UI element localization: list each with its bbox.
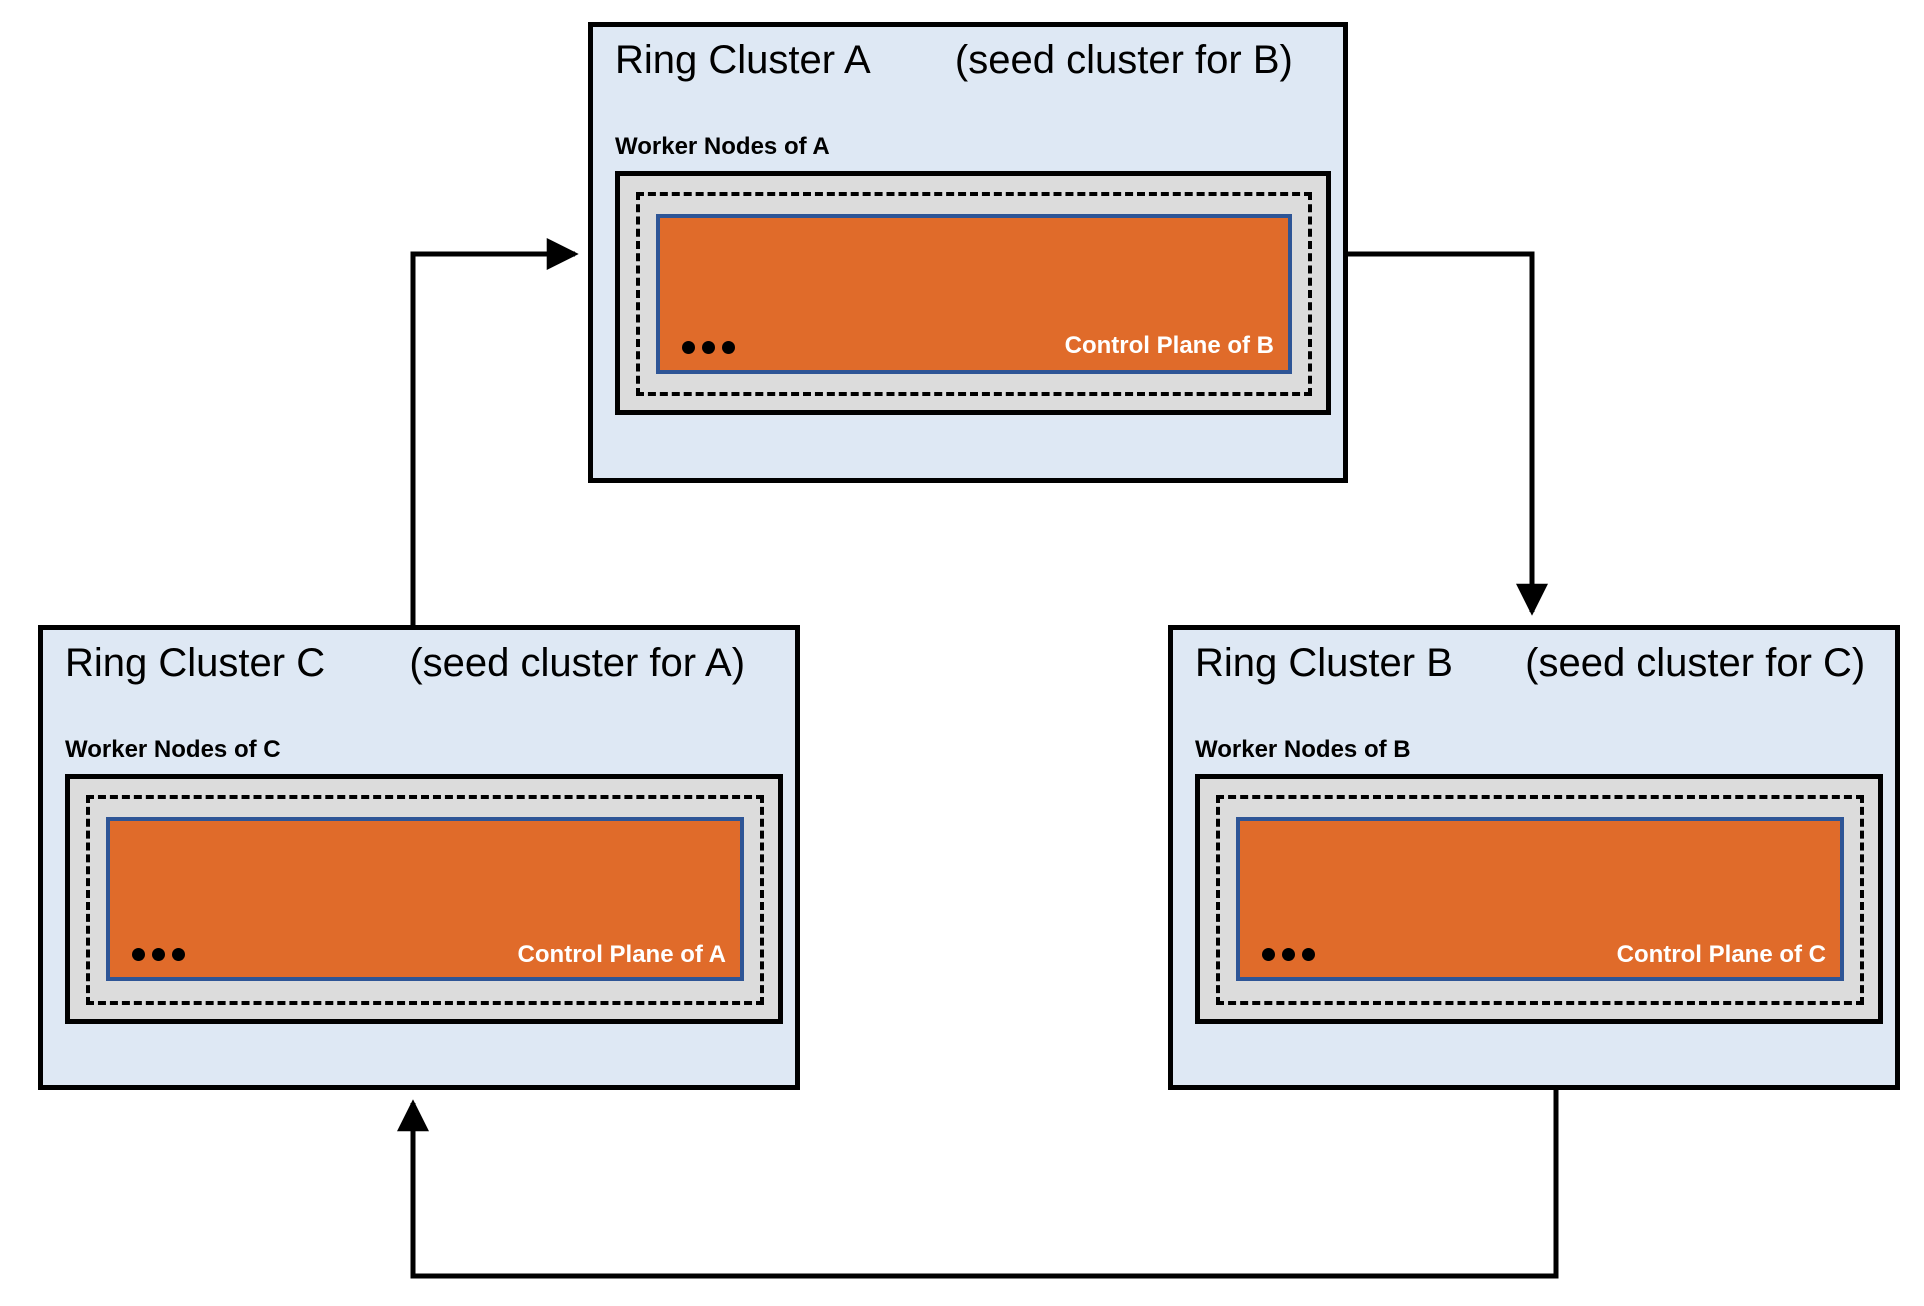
cluster-b-control-plane-label: Control Plane of C <box>1616 941 1826 968</box>
cluster-a-control-plane[interactable]: Control Plane of B <box>656 214 1292 374</box>
cluster-b-dashed-boundary <box>1216 795 1864 1005</box>
cluster-b-title-seed: (seed cluster for C) <box>1525 641 1866 685</box>
cluster-a-worker-label: Worker Nodes of A <box>615 133 830 160</box>
cluster-c-dashed-boundary <box>86 795 764 1005</box>
cluster-a-title: Ring Cluster A (seed cluster for B) <box>615 39 1329 81</box>
cluster-a[interactable]: Ring Cluster A (seed cluster for B) Work… <box>588 22 1348 483</box>
cluster-c-title-name: Ring Cluster C <box>65 641 326 685</box>
connector-b-to-c <box>396 1090 1559 1279</box>
cluster-c-worker-label: Worker Nodes of C <box>65 736 281 763</box>
cluster-a-ellipsis-icon <box>682 341 735 354</box>
connector-c-to-a <box>410 237 579 625</box>
cluster-a-title-name: Ring Cluster A <box>615 38 871 82</box>
cluster-c-ellipsis-icon <box>132 948 185 961</box>
cluster-c-control-plane-label: Control Plane of A <box>517 941 726 968</box>
cluster-b-ellipsis-icon <box>1262 948 1315 961</box>
cluster-a-worker-frame: Control Plane of B <box>615 171 1331 415</box>
connector-a-to-b <box>1348 251 1549 616</box>
cluster-c-control-plane[interactable]: Control Plane of A <box>106 817 744 981</box>
cluster-a-control-plane-label: Control Plane of B <box>1064 332 1274 359</box>
cluster-b-title: Ring Cluster B (seed cluster for C) <box>1195 642 1881 684</box>
cluster-b[interactable]: Ring Cluster B (seed cluster for C) Work… <box>1168 625 1900 1090</box>
cluster-c-title: Ring Cluster C (seed cluster for A) <box>65 642 781 684</box>
cluster-c[interactable]: Ring Cluster C (seed cluster for A) Work… <box>38 625 800 1090</box>
cluster-b-title-name: Ring Cluster B <box>1195 641 1453 685</box>
cluster-b-control-plane[interactable]: Control Plane of C <box>1236 817 1844 981</box>
cluster-b-worker-label: Worker Nodes of B <box>1195 736 1411 763</box>
cluster-c-worker-frame: Control Plane of A <box>65 774 783 1024</box>
cluster-c-title-seed: (seed cluster for A) <box>409 641 746 685</box>
cluster-a-title-seed: (seed cluster for B) <box>954 38 1293 82</box>
cluster-a-dashed-boundary <box>636 192 1312 396</box>
cluster-b-worker-frame: Control Plane of C <box>1195 774 1883 1024</box>
